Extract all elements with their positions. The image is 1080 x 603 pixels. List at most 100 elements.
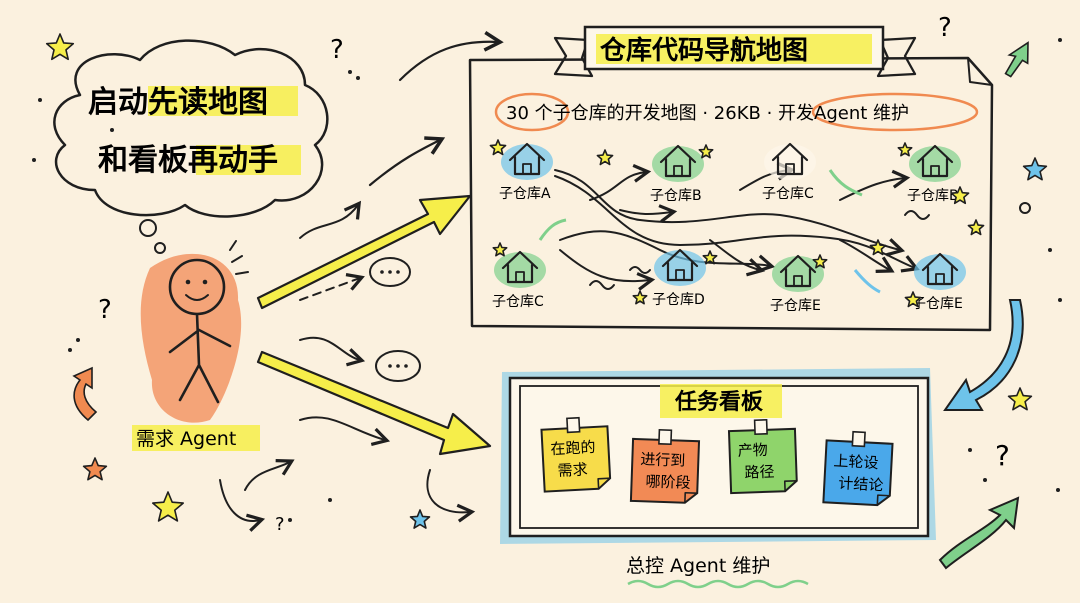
star-icon (950, 186, 970, 205)
scribble (629, 266, 651, 274)
squiggle-arrow (244, 458, 295, 491)
star-icon (1007, 387, 1033, 411)
scribble (904, 210, 930, 220)
repo-node: 子仓库A (499, 142, 553, 202)
highlight-marker (660, 384, 782, 418)
star-icon (897, 142, 913, 157)
star-icon (152, 491, 184, 522)
board-title: 任务看板 (674, 389, 764, 415)
scribble (589, 280, 615, 290)
thought-bubble-dot (139, 219, 157, 237)
dashed-arrow (299, 273, 365, 301)
circle-annotation (811, 92, 979, 132)
house-icon (921, 252, 959, 286)
repo-label: 子仓库C (492, 294, 544, 310)
pin-icon (566, 416, 581, 434)
map-subtitle: 30 个子仓库的开发地图 · 26KB · 开发Agent 维护 (506, 103, 909, 124)
arrow-up-green-icon (1004, 41, 1029, 78)
squiggle-arrow (299, 200, 362, 239)
green-underline (627, 579, 809, 589)
curved-arrow-blue (943, 299, 1024, 411)
house-icon (916, 144, 954, 178)
note-line-1: 上轮设 (833, 452, 879, 472)
thought-line-1: 启动先读地图 (88, 85, 268, 120)
note-line-1: 产物 (737, 441, 768, 460)
note-line-2: 路径 (744, 463, 775, 482)
star-icon (904, 291, 922, 308)
repo-label: 子仓库B (650, 188, 702, 204)
house-icon (661, 248, 699, 282)
pin-icon (851, 430, 866, 448)
repo-node: 子仓库E (912, 252, 966, 312)
decor-dots (32, 38, 1062, 522)
highlight-marker (132, 425, 260, 451)
star-icon (1022, 157, 1048, 181)
board-footer: 总控 Agent 维护 (626, 555, 770, 577)
star-icon (632, 290, 648, 305)
chat-bubble-icon (375, 350, 421, 382)
repo-label: 子仓库B (907, 188, 959, 204)
note-line-1: 进行到 (640, 450, 686, 470)
question-mark-icon: ? (275, 514, 285, 535)
question-mark-icon: ? (330, 35, 344, 65)
task-board: 任务看板 在跑的需求进行到哪阶段产物路径上轮设计结论 总控 Agent 维护 (500, 368, 936, 589)
repo-label: 子仓库C (762, 186, 814, 202)
squiggle-arrow (398, 31, 504, 82)
map-title-ribbon: 仓库代码导航地图 (553, 25, 917, 78)
arrow-to-board (256, 350, 492, 456)
star-icon (698, 144, 714, 159)
note-line-2: 需求 (557, 460, 588, 480)
star-icon (492, 242, 508, 257)
sticky-notes: 在跑的需求进行到哪阶段产物路径上轮设计结论 (540, 416, 894, 507)
question-mark-icon: ? (98, 295, 112, 325)
repo-node: 子仓库D (652, 248, 706, 308)
squiggle-arrow (299, 416, 391, 446)
repo-label: 子仓库E (912, 296, 963, 312)
note-line-2: 哪阶段 (645, 472, 691, 492)
repo-label: 子仓库D (652, 292, 705, 308)
star-icon (489, 139, 507, 156)
circle-annotation (494, 92, 570, 132)
star-icon (596, 149, 614, 166)
question-mark-icon: ? (995, 439, 1010, 472)
note-line-2: 计结论 (838, 474, 884, 494)
pin-icon (753, 418, 768, 436)
repo-nodes: 子仓库A 子仓库B 子仓库C 子仓库B 子仓库C 子仓库D 子仓库E 子仓库E (492, 142, 966, 314)
repo-node: 子仓库E (770, 254, 824, 314)
star-icon (812, 254, 828, 269)
repo-node: 子仓库C (762, 142, 816, 202)
squiggle-arrow (426, 469, 476, 523)
repo-label: 子仓库A (499, 186, 551, 202)
star-icon (409, 509, 431, 529)
squiggle-arrow (299, 336, 366, 367)
squiggle-arrow (219, 479, 266, 532)
arrow-curl-orange-icon (72, 366, 98, 422)
pin-icon (658, 428, 673, 446)
thought-line-2: 和看板再动手 (98, 143, 278, 178)
repo-flow-lines (538, 161, 920, 294)
star-icon (869, 239, 887, 256)
repo-node: 子仓库C (492, 250, 546, 310)
note-line-1: 在跑的 (550, 438, 596, 458)
star-icon (82, 457, 108, 481)
star-icon (45, 33, 75, 61)
house-icon (779, 254, 817, 288)
squiggle-arrow (368, 136, 446, 187)
house-icon (501, 250, 539, 284)
star-icon (967, 219, 985, 236)
decor-stars (45, 33, 1048, 529)
chat-bubble-icon (369, 257, 411, 287)
house-icon (659, 144, 697, 178)
agent-label: 需求 Agent (136, 428, 236, 450)
highlight-marker (148, 86, 298, 116)
star-icon (702, 250, 718, 265)
highlight-marker (196, 145, 301, 175)
requirement-agent-figure: 需求 Agent (132, 240, 260, 451)
house-icon (771, 142, 809, 176)
thought-cloud: 启动先读地图 和看板再动手 (53, 39, 329, 254)
repo-label: 子仓库E (770, 298, 821, 314)
repo-node: 子仓库B (907, 144, 961, 204)
